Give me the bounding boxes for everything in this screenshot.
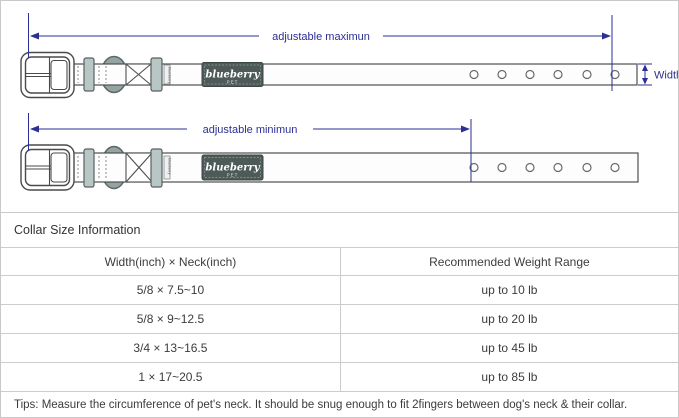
cell-size: 5/8 × 9~12.5: [1, 305, 341, 333]
table-row: 1 × 17~20.5 up to 85 lb: [1, 362, 678, 391]
cell-weight: up to 85 lb: [481, 370, 538, 384]
collar-max: blueberry blueberry PET: [20, 13, 678, 99]
brand-label: blueberry PET: [201, 154, 264, 181]
table-header-row: Width(inch) × Neck(inch) Recommended Wei…: [1, 247, 678, 275]
brand-sub: PET: [227, 173, 239, 178]
min-label: adjustable minimun: [203, 124, 298, 136]
cell-size: 1 × 17~20.5: [1, 363, 341, 391]
woven-tag: blueberry: [163, 64, 173, 85]
table-row: 5/8 × 9~12.5 up to 20 lb: [1, 304, 678, 333]
adjustment-holes: [469, 69, 620, 80]
table-row: 5/8 × 7.5~10 up to 10 lb: [1, 275, 678, 304]
min-annotation: adjustable minimun: [28, 113, 472, 182]
collar-size-table: Collar Size Information Width(inch) × Ne…: [1, 212, 678, 417]
buckle-icon: [20, 51, 75, 99]
brand-sub: PET: [227, 80, 239, 85]
stitch-box-icon: [125, 63, 152, 86]
woven-tag: blueberry: [163, 155, 173, 180]
cell-weight: up to 20 lb: [481, 312, 538, 326]
table-row: 3/4 × 13~16.5 up to 45 lb: [1, 333, 678, 362]
cell-weight: up to 10 lb: [481, 283, 538, 297]
max-annotation: adjustable maximun: [28, 13, 613, 91]
collar-diagram: blueberry blueberry PET: [20, 13, 678, 191]
brand-name: blueberry: [205, 163, 260, 174]
col-header-weight: Recommended Weight Range: [429, 254, 590, 269]
stitch-box-icon: [125, 152, 153, 183]
col-header-size: Width(inch) × Neck(inch): [1, 248, 341, 275]
keeper-band: [150, 57, 163, 92]
cell-size: 5/8 × 7.5~10: [1, 276, 341, 304]
keeper-band: [83, 57, 95, 92]
keeper-band: [83, 148, 95, 188]
svg-text:blueberry: blueberry: [168, 67, 173, 84]
max-label: adjustable maximun: [272, 31, 370, 43]
stitch-lines: [77, 66, 107, 83]
table-tips: Tips: Measure the circumference of pet's…: [1, 391, 678, 417]
adjustment-holes: [469, 162, 620, 173]
table-title: Collar Size Information: [14, 223, 141, 237]
svg-text:blueberry: blueberry: [168, 158, 173, 175]
collar-min: blueberry blueberry PET: [20, 113, 639, 191]
cell-weight: up to 45 lb: [481, 341, 538, 355]
brand-name: blueberry: [205, 70, 260, 81]
keeper-band: [150, 148, 163, 188]
buckle-icon: [20, 144, 75, 191]
width-label: Width: [654, 70, 678, 82]
cell-size: 3/4 × 13~16.5: [1, 334, 341, 362]
width-annotation: Width: [638, 63, 678, 86]
brand-label: blueberry PET: [201, 62, 264, 87]
